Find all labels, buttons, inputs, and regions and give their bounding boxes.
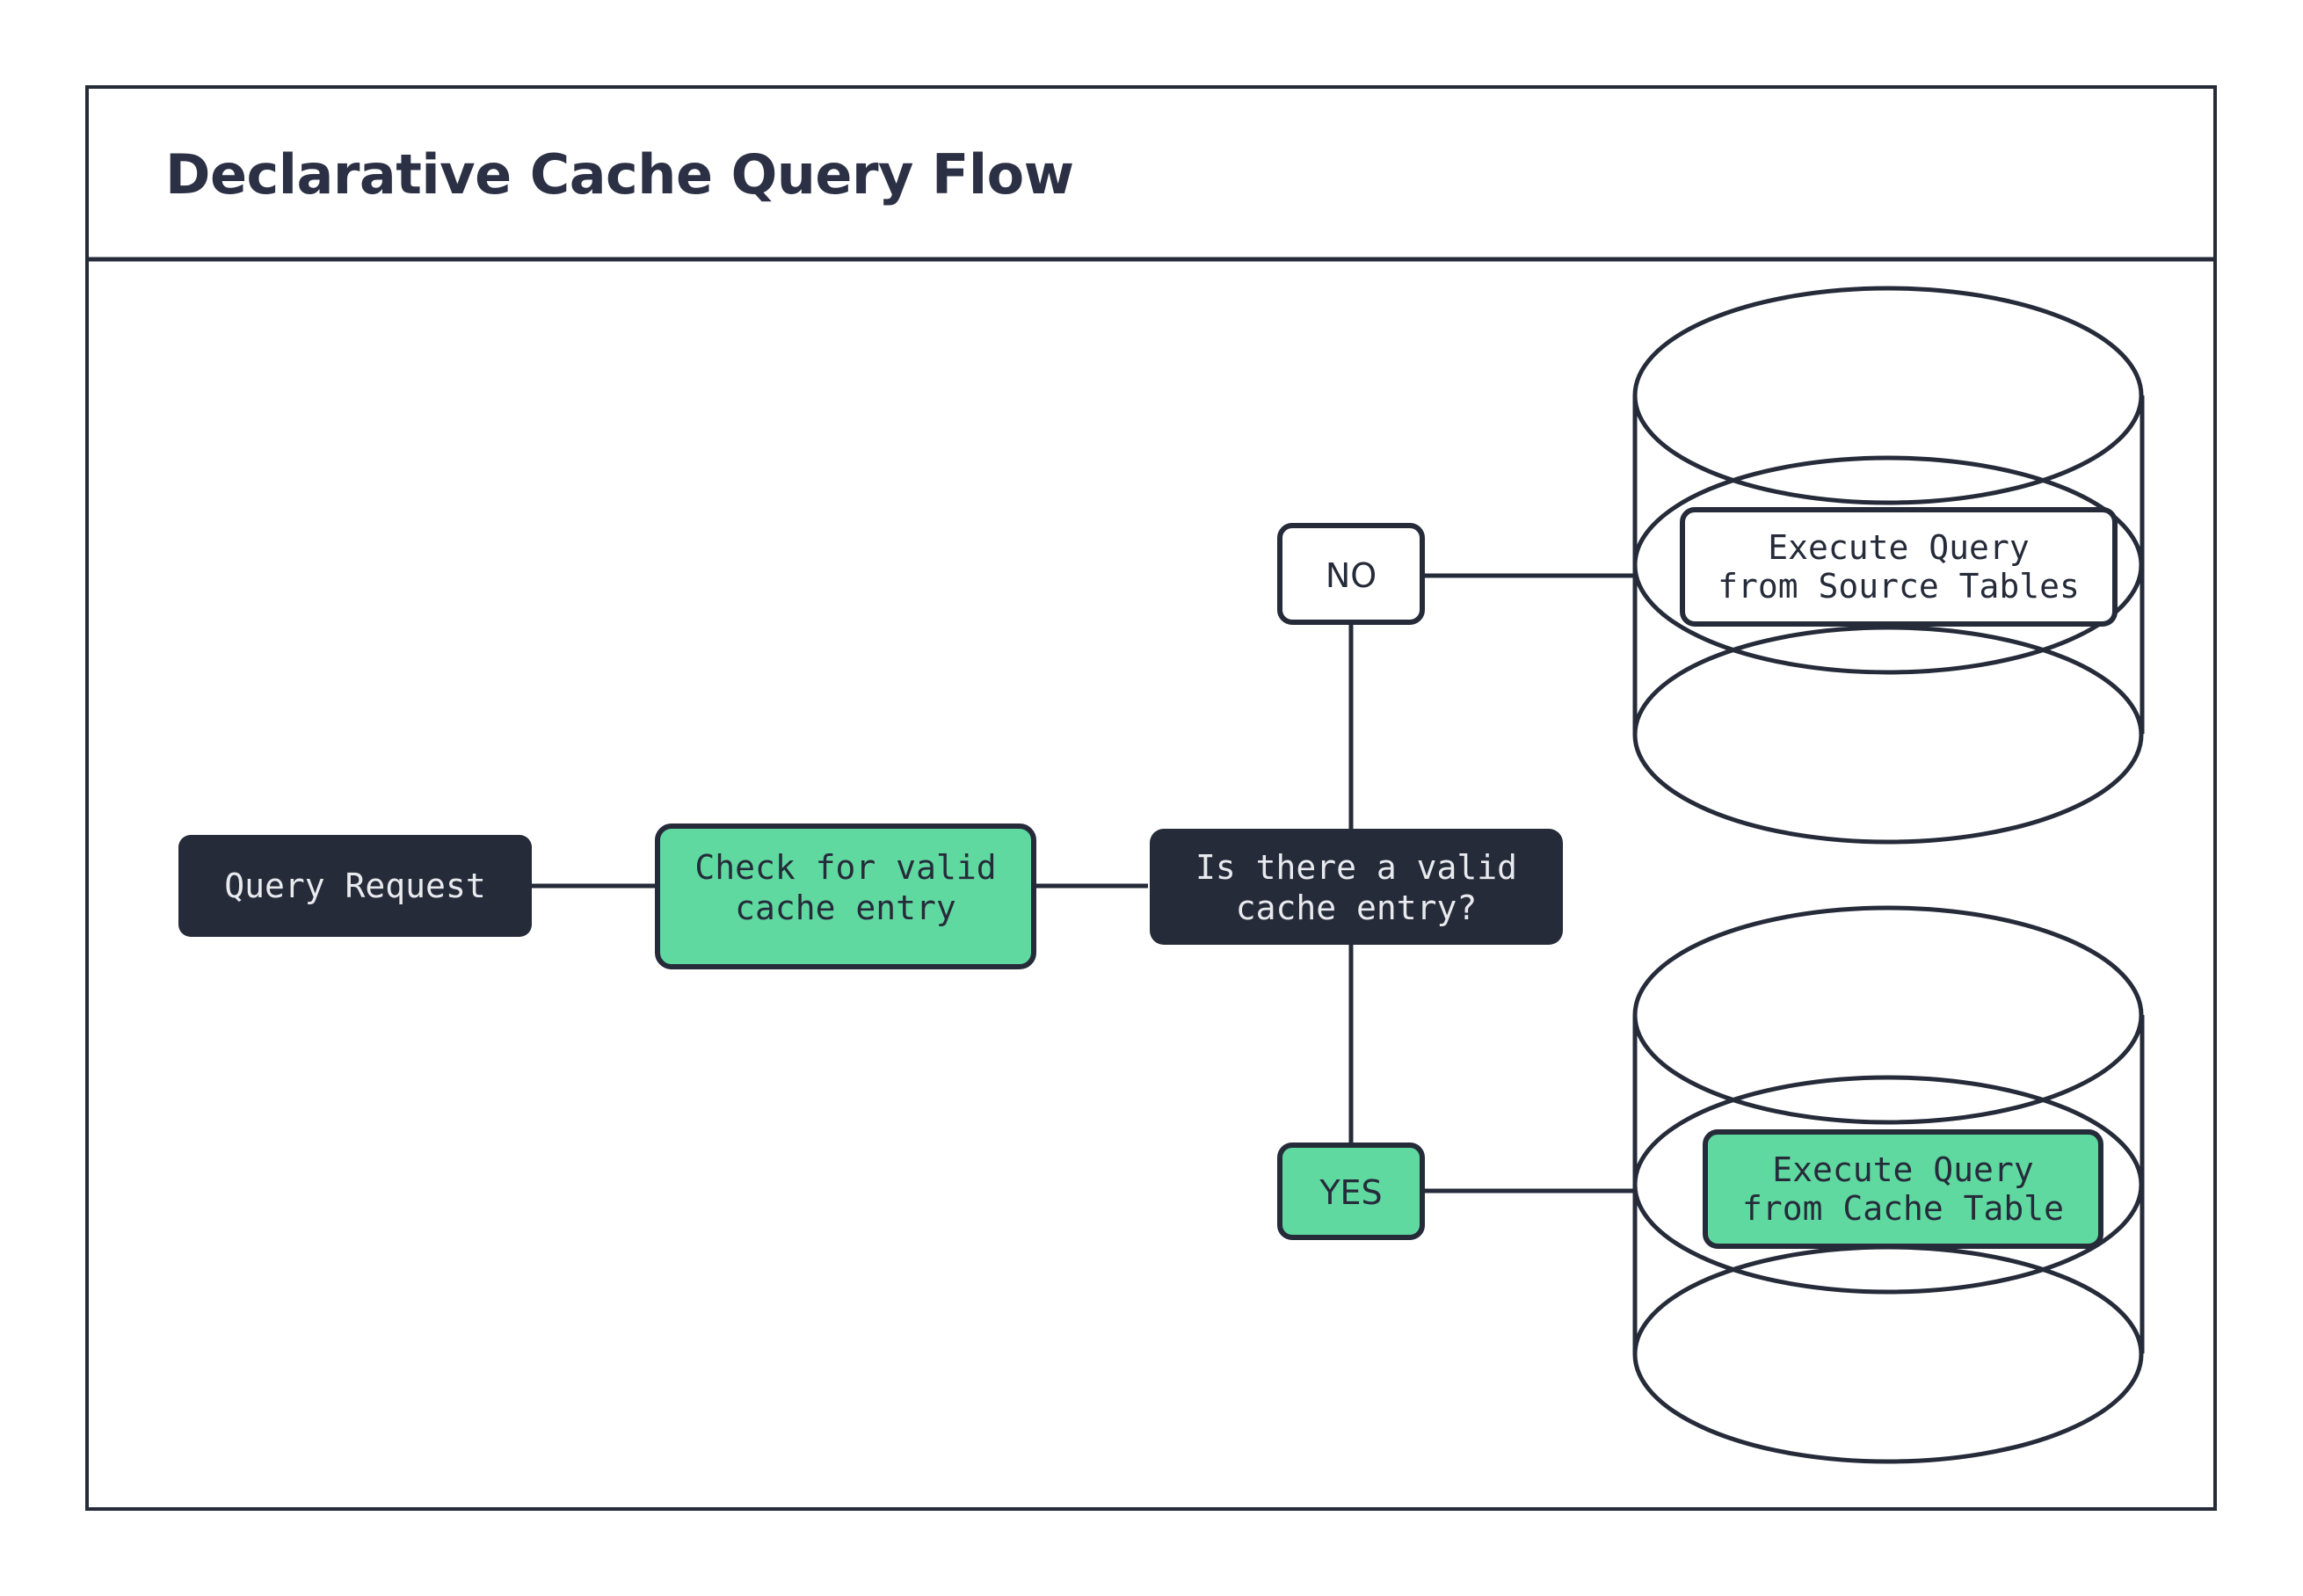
- branch-label-no[interactable]: NO: [1277, 523, 1425, 625]
- check-cache-label-line2: cache entry: [735, 889, 956, 927]
- node-query-request[interactable]: Query Request: [178, 835, 532, 937]
- page-title: Declarative Cache Query Flow: [165, 142, 1074, 207]
- decision-box[interactable]: [1150, 829, 1563, 945]
- check-cache-box[interactable]: [655, 823, 1036, 969]
- yes-label-text: YES: [1319, 1173, 1382, 1212]
- cylinder-disk-top-icon: [1632, 905, 2144, 1125]
- diagram-frame: [85, 85, 2217, 1511]
- node-check-cache-entry[interactable]: Check for valid cache entry: [655, 823, 1036, 969]
- decision-label-line1: Is there a valid: [1195, 848, 1517, 887]
- cache-db-label-line1: Execute Query: [1772, 1150, 2033, 1189]
- cylinder-disk-mid-icon: [1632, 455, 2144, 675]
- check-cache-label-line1: Check for valid: [694, 848, 996, 887]
- query-request-box[interactable]: [178, 835, 532, 937]
- cylinder-disk-bottom-icon: [1632, 1244, 2144, 1464]
- source-db-label-line2: from Source Tables: [1718, 567, 2080, 606]
- no-label-box[interactable]: [1277, 523, 1425, 625]
- branch-label-yes[interactable]: YES: [1277, 1143, 1425, 1240]
- database-cache-table[interactable]: Execute Query from Cache Table: [1632, 905, 2145, 1464]
- source-db-label-box[interactable]: [1680, 507, 2118, 627]
- decision-label-line2: cache entry?: [1236, 889, 1478, 927]
- yes-label-box[interactable]: [1277, 1143, 1425, 1240]
- cylinder-disk-bottom-icon: [1632, 625, 2144, 845]
- cylinder-disk-mid-icon: [1632, 1075, 2144, 1295]
- node-decision-valid-cache[interactable]: Is there a valid cache entry?: [1150, 829, 1563, 945]
- no-label-text: NO: [1326, 556, 1377, 595]
- source-db-label-line1: Execute Query: [1768, 528, 2029, 567]
- query-request-label: Query Request: [224, 867, 485, 905]
- database-source-tables[interactable]: Execute Query from Source Tables: [1632, 286, 2145, 845]
- cache-db-label-line2: from Cache Table: [1742, 1189, 2064, 1228]
- cache-db-label-box[interactable]: [1703, 1129, 2103, 1249]
- cylinder-disk-top-icon: [1632, 286, 2144, 505]
